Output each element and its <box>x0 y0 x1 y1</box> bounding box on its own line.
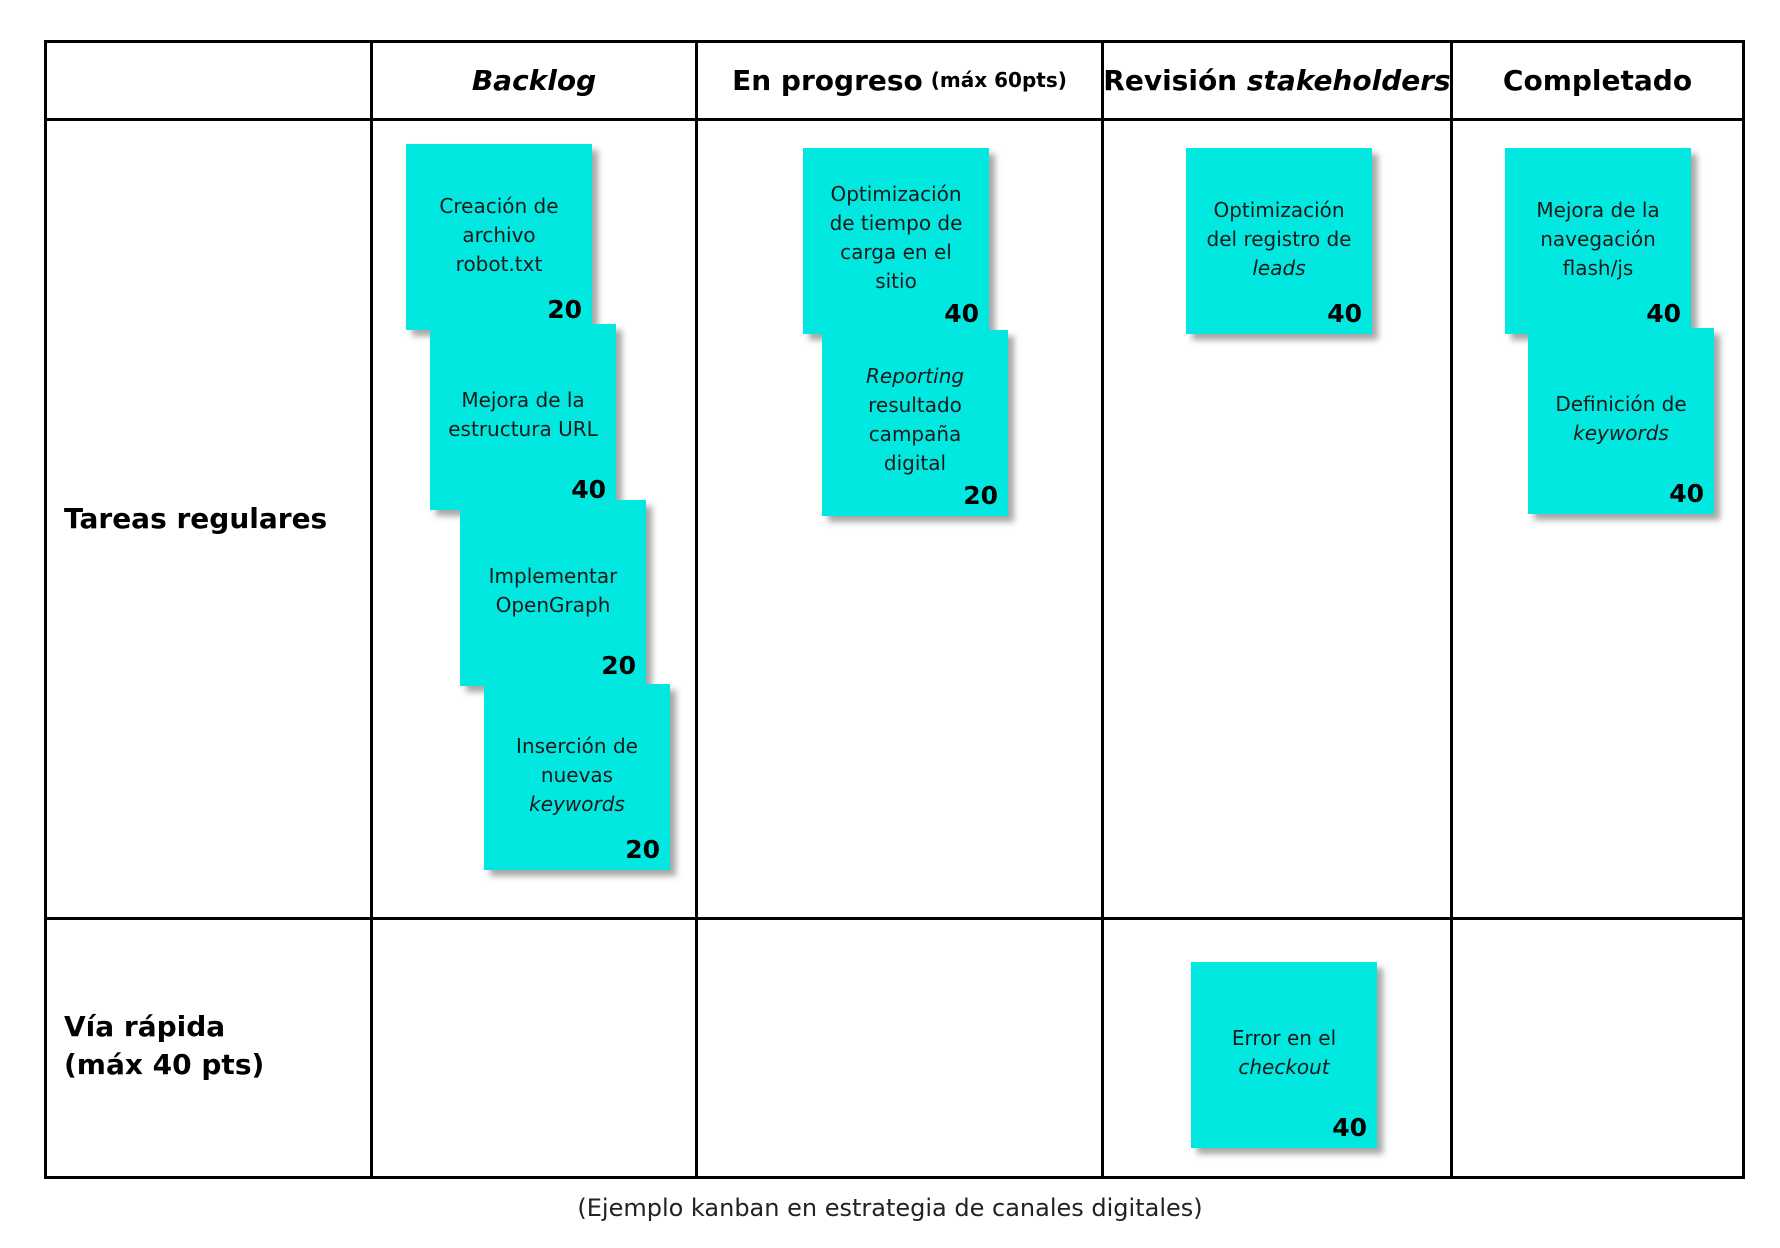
note-text-line: resultado <box>868 393 962 417</box>
story-points: 40 <box>1327 299 1362 328</box>
story-points: 40 <box>571 475 606 504</box>
grid-line-bottom <box>44 1176 1745 1179</box>
story-points: 40 <box>944 299 979 328</box>
note-text-line: checkout <box>1238 1055 1330 1079</box>
note-text-line: leads <box>1252 256 1306 280</box>
column-title-review-italic: stakeholders <box>1246 63 1451 97</box>
sticky-note[interactable]: Optimización del registro de leads 40 <box>1186 148 1372 334</box>
note-text-line: archivo <box>462 223 536 247</box>
row-subtitle-fast-lane: (máx 40 pts) <box>64 1048 265 1081</box>
sticky-note[interactable]: Creación de archivo robot.txt 20 <box>406 144 592 330</box>
note-text-line: Mejora de la <box>461 388 585 412</box>
row-title-regular: Tareas regulares <box>64 502 328 535</box>
column-header-review: Revisión stakeholders <box>1103 40 1451 120</box>
grid-line-col1 <box>370 40 373 1179</box>
sticky-note[interactable]: Reporting resultado campaña digital 20 <box>822 330 1008 516</box>
note-text-line: sitio <box>875 269 917 293</box>
note-text-line: navegación <box>1540 227 1656 251</box>
column-title-review: Revisión <box>1103 63 1238 97</box>
note-text-line: Implementar <box>488 564 618 588</box>
story-points: 20 <box>601 651 636 680</box>
column-title-backlog: Backlog <box>471 63 597 97</box>
row-header-fast-lane: Vía rápida (máx 40 pts) <box>64 1008 264 1084</box>
note-text-line: Reporting <box>865 364 965 388</box>
row-header-regular: Tareas regulares <box>64 500 327 538</box>
sticky-note[interactable]: Optimización de tiempo de carga en el si… <box>803 148 989 334</box>
note-text-line: OpenGraph <box>495 593 611 617</box>
grid-line-col3 <box>1101 40 1104 1179</box>
note-text-line: campaña <box>868 422 962 446</box>
story-points: 40 <box>1332 1113 1367 1142</box>
row-title-fast-lane: Vía rápida <box>64 1010 226 1043</box>
column-header-done: Completado <box>1453 40 1742 120</box>
sticky-note[interactable]: Definición de keywords 40 <box>1528 328 1714 514</box>
story-points: 20 <box>625 835 660 864</box>
note-text-line: Error en el <box>1231 1026 1337 1050</box>
note-text-line: Inserción de <box>516 734 638 758</box>
note-text-line: carga en el <box>840 240 952 264</box>
wip-limit-label: (máx 60pts) <box>930 68 1067 92</box>
note-text-line: Creación de <box>439 194 559 218</box>
figure-caption: (Ejemplo kanban en estrategia de canales… <box>577 1194 1203 1222</box>
note-text-line: digital <box>883 451 947 475</box>
story-points: 40 <box>1669 479 1704 508</box>
sticky-note[interactable]: Mejora de la navegación flash/js 40 <box>1505 148 1691 334</box>
note-text-line: Definición de <box>1555 392 1687 416</box>
note-text-line: del registro de <box>1206 227 1352 251</box>
column-title-in-progress: En progreso <box>732 63 923 97</box>
story-points: 40 <box>1646 299 1681 328</box>
note-text-line: keywords <box>1573 421 1669 445</box>
grid-line-col2 <box>695 40 698 1179</box>
grid-line-right <box>1742 40 1745 1179</box>
note-text-line: Mejora de la <box>1536 198 1660 222</box>
grid-line-header <box>44 118 1745 121</box>
column-header-in-progress: En progreso (máx 60pts) <box>698 40 1101 120</box>
sticky-note[interactable]: Inserción de nuevas keywords 20 <box>484 684 670 870</box>
note-text-line: estructura URL <box>448 417 598 441</box>
column-title-done: Completado <box>1502 63 1693 97</box>
grid-line-left <box>44 40 47 1179</box>
sticky-note[interactable]: Implementar OpenGraph 20 <box>460 500 646 686</box>
note-text-line: Optimización <box>1213 198 1345 222</box>
note-text-line: flash/js <box>1562 256 1634 280</box>
grid-line-top <box>44 40 1745 43</box>
column-header-backlog: Backlog <box>373 40 695 120</box>
note-text-line: keywords <box>529 792 625 816</box>
sticky-note[interactable]: Error en el checkout 40 <box>1191 962 1377 1148</box>
note-text-line: Optimización <box>830 182 962 206</box>
note-text-line: robot.txt <box>455 252 543 276</box>
note-text-line: de tiempo de <box>829 211 963 235</box>
grid-line-col4 <box>1450 40 1453 1179</box>
story-points: 20 <box>547 295 582 324</box>
sticky-note[interactable]: Mejora de la estructura URL 40 <box>430 324 616 510</box>
note-text-line: nuevas <box>540 763 614 787</box>
grid-line-row-divider <box>44 917 1745 920</box>
story-points: 20 <box>963 481 998 510</box>
